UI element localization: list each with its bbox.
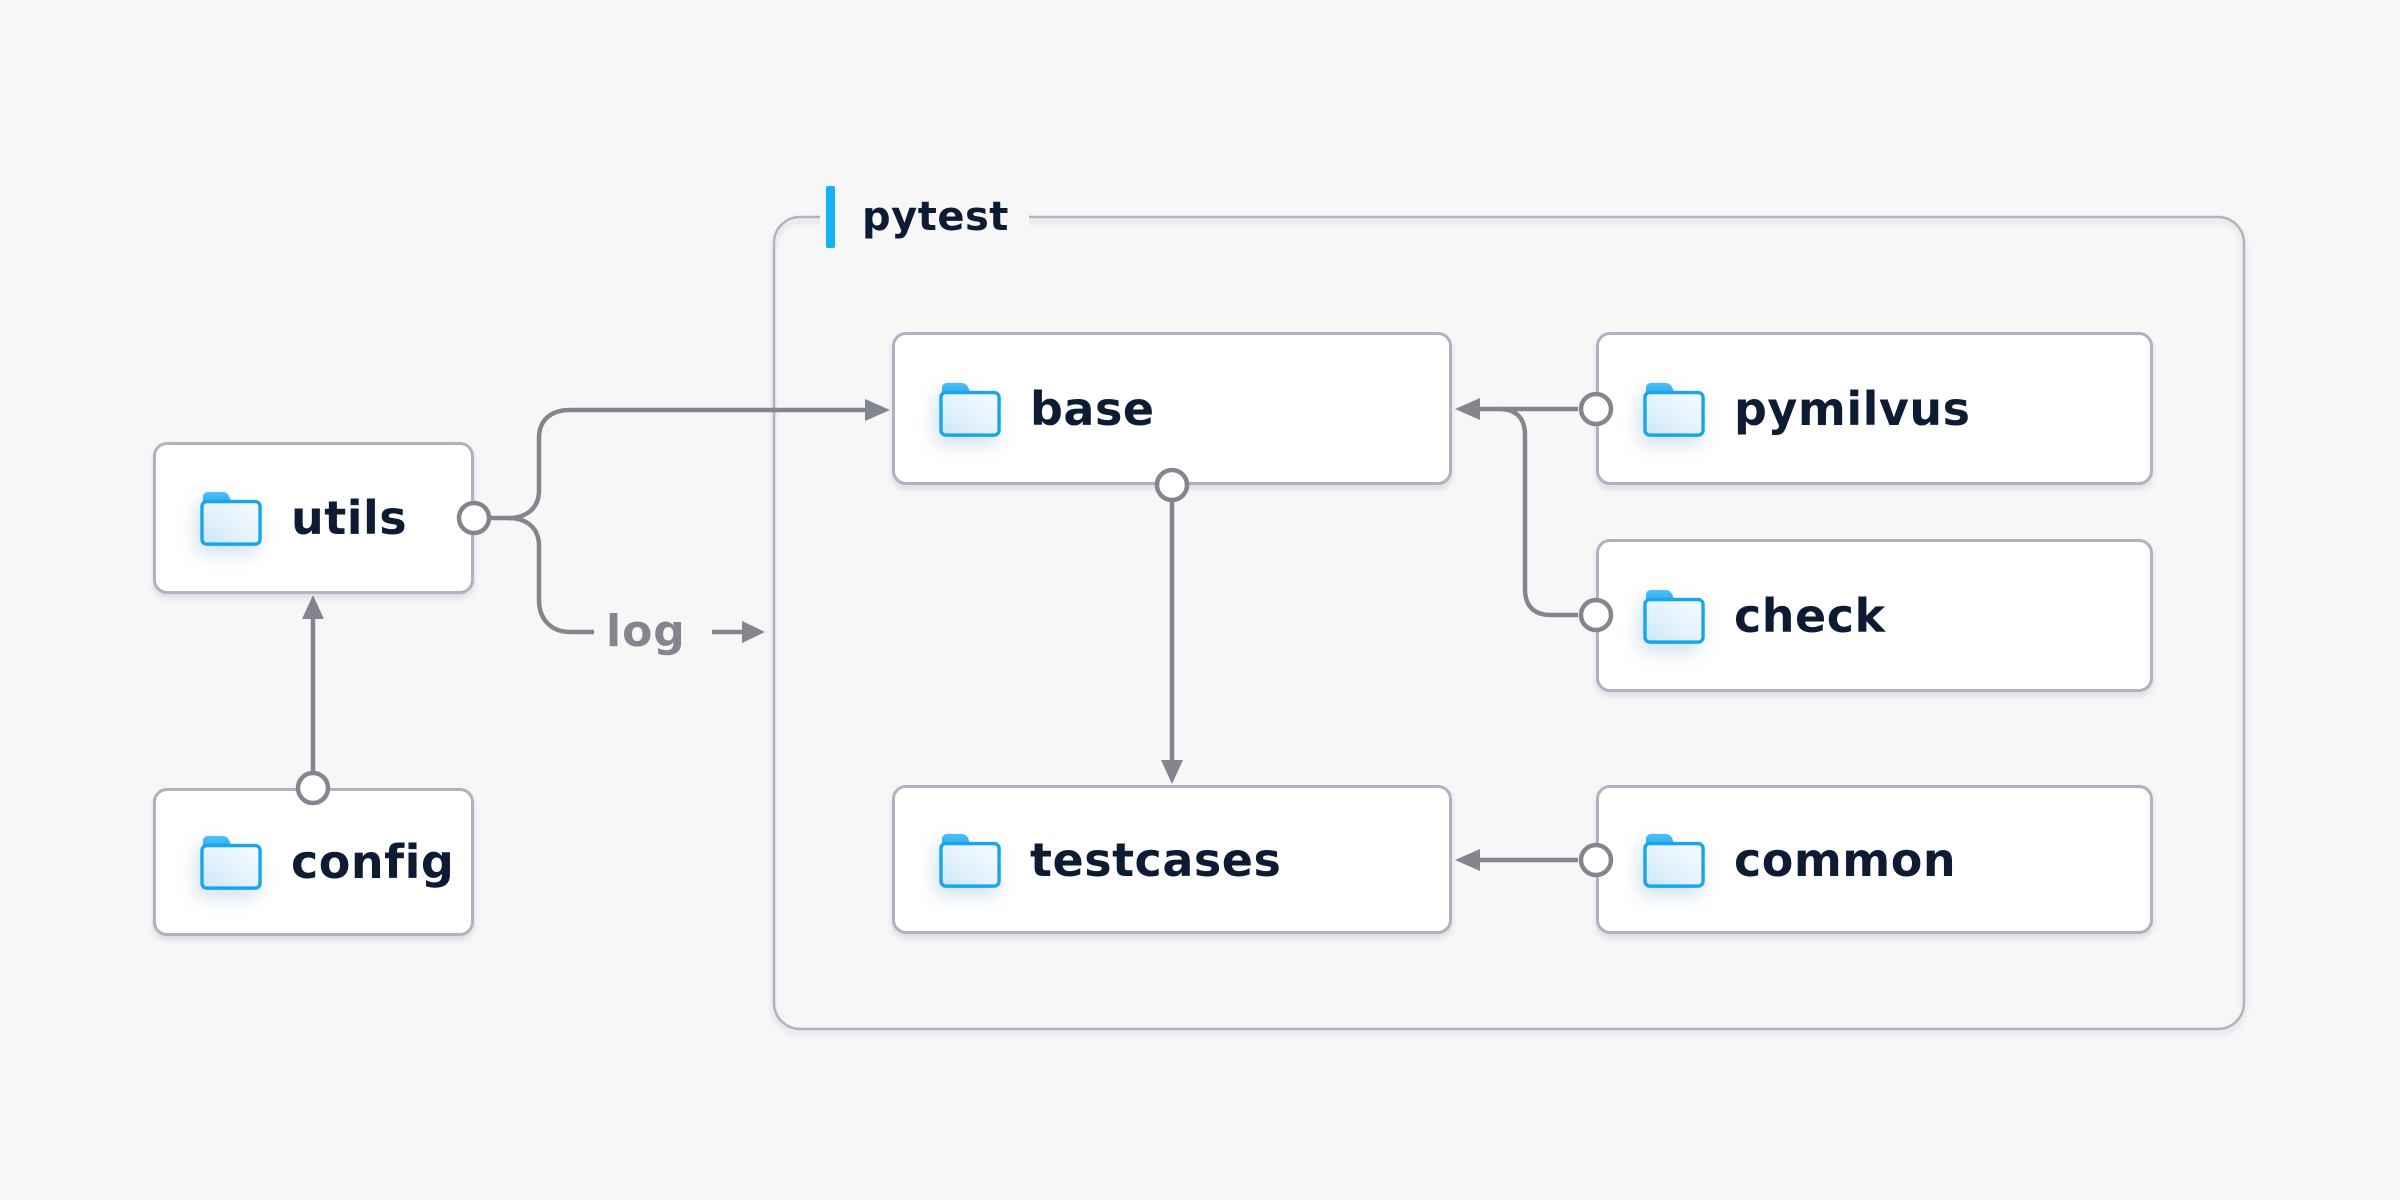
folder-icon [937, 830, 1003, 890]
node-label: check [1734, 588, 1886, 643]
node-pymilvus: pymilvus [1596, 332, 2153, 485]
node-label: testcases [1030, 832, 1282, 887]
pytest-group-label: pytest [820, 186, 1029, 248]
node-testcases: testcases [892, 785, 1452, 934]
edge-utils-base [489, 407, 866, 521]
node-common: common [1596, 785, 2153, 934]
edge-utils-log [507, 515, 594, 635]
folder-icon [198, 832, 264, 892]
folder-icon [198, 488, 264, 548]
node-label: config [291, 835, 455, 889]
arrowhead-into-testcases-top [1161, 760, 1183, 784]
node-utils: utils [153, 442, 474, 594]
folder-icon [1641, 379, 1707, 439]
folder-icon [937, 379, 1003, 439]
node-base: base [892, 332, 1452, 485]
arrowhead-into-base-right [1455, 398, 1480, 420]
folder-icon [1641, 586, 1707, 646]
node-label: utils [291, 491, 408, 545]
node-label: common [1734, 832, 1957, 887]
node-check: check [1596, 539, 2153, 692]
arrowhead-log [742, 621, 765, 643]
node-label: pymilvus [1734, 381, 1971, 436]
node-label: base [1030, 381, 1155, 436]
arrowhead-into-base-left [865, 399, 890, 421]
pytest-group-title: pytest [862, 194, 1009, 240]
accent-bar-icon [826, 186, 835, 248]
folder-icon [1641, 830, 1707, 890]
arrowhead-into-testcases-right [1455, 849, 1480, 871]
edge-check-base [1498, 406, 1578, 618]
log-edge-label: log [606, 606, 686, 657]
node-config: config [153, 788, 474, 936]
arrowhead-into-utils [302, 595, 324, 619]
